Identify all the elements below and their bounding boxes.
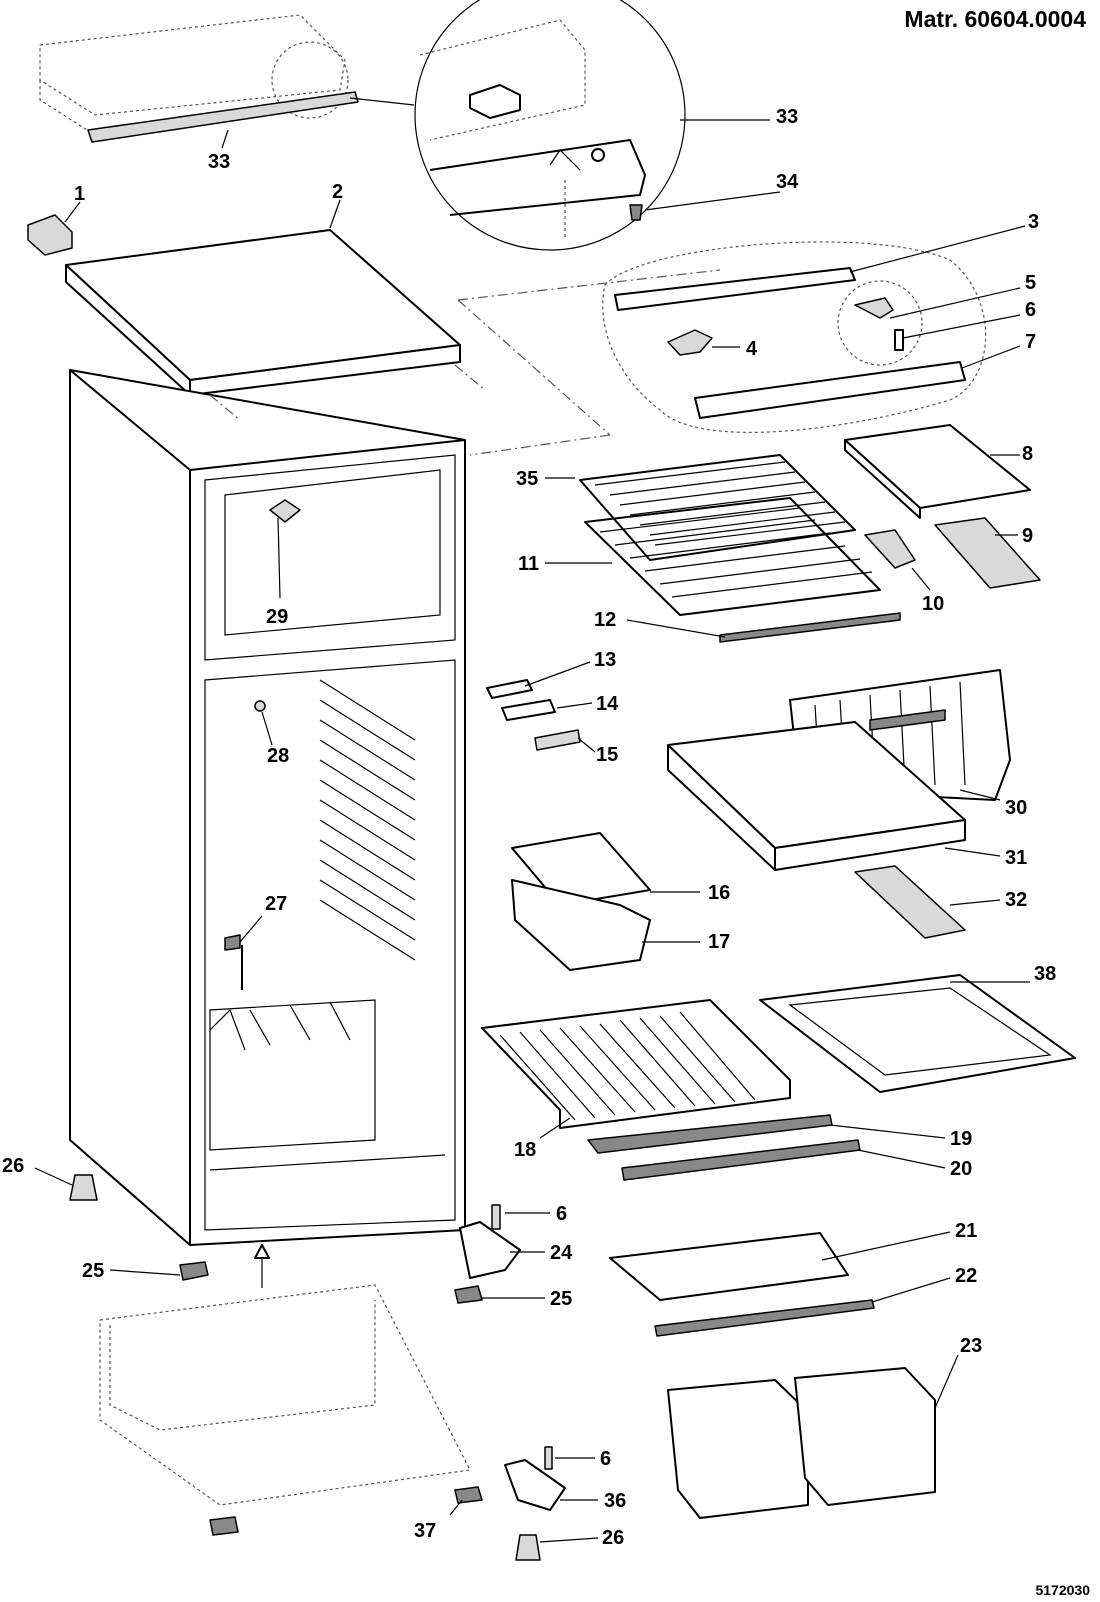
label-25a: 25: [82, 1260, 104, 1282]
label-11: 11: [518, 553, 539, 575]
magnified-detail: [414, 0, 686, 251]
label-10: 10: [922, 593, 944, 615]
part-38-glass-shelf: [759, 974, 1076, 1093]
label-3: 3: [1028, 211, 1039, 233]
label-29: 29: [266, 606, 288, 628]
part-32-ice-tray: [854, 865, 966, 939]
label-6a: 6: [1025, 299, 1036, 321]
parts-30-31-drawer: [667, 669, 1011, 871]
label-34: 34: [776, 171, 799, 193]
part-2-top-lid: [65, 229, 461, 396]
part-8-panel: [844, 424, 1031, 519]
top-panel-detail: [39, 14, 415, 143]
label-26b: 26: [602, 1527, 624, 1549]
label-7: 7: [1025, 331, 1036, 353]
label-14: 14: [596, 693, 619, 715]
label-33a: 33: [208, 151, 230, 173]
label-30: 30: [1005, 797, 1027, 819]
label-20: 20: [950, 1158, 972, 1180]
labels: 33 33 34 1 2 3 5 6 4 7 8 9 35 11 10 12 1: [2, 106, 1056, 1549]
label-15: 15: [596, 744, 618, 766]
label-21: 21: [955, 1220, 977, 1242]
label-24: 24: [550, 1242, 573, 1264]
label-23: 23: [960, 1335, 982, 1357]
label-31: 31: [1005, 847, 1027, 869]
label-32: 32: [1005, 889, 1027, 911]
parts-35-11-wire-shelves: [579, 454, 916, 616]
label-28: 28: [267, 745, 289, 767]
label-4: 4: [746, 338, 758, 360]
parts-19-20-strips: [587, 1114, 861, 1181]
label-12: 12: [594, 609, 616, 631]
label-38: 38: [1034, 963, 1056, 985]
label-5: 5: [1025, 272, 1036, 294]
label-1: 1: [74, 183, 85, 205]
cabinet-body: [69, 369, 466, 1246]
part-23-bins: [667, 1367, 936, 1519]
part-1-hinge-cover: [27, 214, 73, 256]
diagram-title: Matr. 60604.0004: [904, 6, 1086, 32]
label-9: 9: [1022, 525, 1033, 547]
label-2: 2: [332, 181, 343, 203]
part-18-wire-shelf: [481, 999, 791, 1129]
label-13: 13: [594, 649, 616, 671]
label-37: 37: [414, 1520, 436, 1542]
label-27: 27: [265, 893, 287, 915]
label-22: 22: [955, 1265, 977, 1287]
label-16: 16: [708, 882, 730, 904]
part-9-ice-tray: [934, 517, 1041, 589]
parts-21-22-shelf: [609, 1232, 875, 1337]
label-6b: 6: [556, 1203, 567, 1225]
label-26a: 26: [2, 1155, 24, 1177]
guide-lines: [209, 269, 721, 1288]
label-19: 19: [950, 1128, 972, 1150]
parts-16-17-box: [511, 832, 651, 971]
label-25b: 25: [550, 1288, 572, 1310]
label-8: 8: [1022, 443, 1033, 465]
bottom-plinth: [99, 1284, 471, 1506]
label-18: 18: [514, 1139, 536, 1161]
label-17: 17: [708, 931, 730, 953]
part-12-strip: [719, 612, 901, 643]
feet-and-small-parts: [69, 1174, 566, 1561]
label-6c: 6: [600, 1448, 611, 1470]
label-35: 35: [516, 468, 538, 490]
hinge-group-detail: [602, 241, 987, 433]
label-33b: 33: [776, 106, 798, 128]
parts-13-15-brackets: [486, 679, 581, 751]
label-36: 36: [604, 1490, 626, 1512]
drawing-code: 5172030: [1035, 1582, 1090, 1598]
